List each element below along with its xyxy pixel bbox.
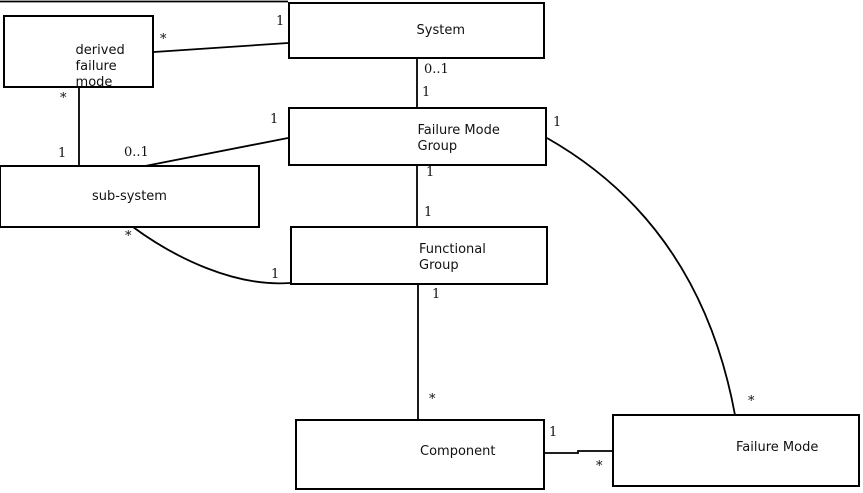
edge-derived-failure-mode-system bbox=[153, 42, 289, 53]
node-failure-mode-label: Failure Mode bbox=[736, 439, 819, 455]
node-functional-group: Functional Group bbox=[290, 226, 548, 285]
multiplicity-failure-mode-group-end: 1 bbox=[553, 115, 562, 130]
edge-component-failure-mode bbox=[545, 450, 613, 454]
node-functional-group-label: Functional Group bbox=[419, 242, 486, 274]
edge-sub-system-failure-mode-group bbox=[139, 137, 289, 168]
edge-failure-mode-group-failure-mode bbox=[546, 137, 736, 416]
multiplicity-functional-group-end: 1 bbox=[424, 205, 433, 220]
multiplicity-failure-mode-group-end: 1 bbox=[426, 165, 435, 180]
multiplicity-component-end: 1 bbox=[549, 425, 558, 440]
multiplicity-sub-system-end: 0..1 bbox=[124, 145, 149, 160]
node-failure-mode-group-label: Failure Mode Group bbox=[417, 123, 500, 155]
node-component: Component bbox=[295, 419, 545, 490]
multiplicity-derived-failure-mode-end: * bbox=[60, 91, 67, 106]
multiplicity-system-end: 0..1 bbox=[424, 62, 449, 77]
node-sub-system-label: sub-system bbox=[92, 188, 167, 204]
edge-sub-system-functional-group bbox=[132, 226, 291, 285]
multiplicity-functional-group-end: 1 bbox=[271, 267, 280, 282]
multiplicity-functional-group-end: 1 bbox=[432, 287, 441, 302]
multiplicity-component-end: * bbox=[429, 392, 436, 407]
multiplicity-sub-system-end: * bbox=[125, 229, 132, 244]
node-derived-failure-mode: derived failure mode bbox=[3, 15, 154, 90]
multiplicity-failure-mode-group-end: 1 bbox=[270, 112, 279, 127]
multiplicity-failure-mode-end: * bbox=[596, 459, 603, 474]
node-failure-mode: Failure Mode bbox=[612, 414, 860, 487]
node-failure-mode-group: Failure Mode Group bbox=[288, 107, 547, 166]
multiplicity-failure-mode-group-end: 1 bbox=[422, 85, 431, 100]
node-system: System bbox=[288, 2, 545, 59]
node-sub-system: sub-system bbox=[0, 165, 260, 228]
multiplicity-failure-mode-end: * bbox=[748, 394, 755, 409]
multiplicity-sub-system-end: 1 bbox=[58, 146, 67, 161]
node-derived-failure-mode-label: derived failure mode bbox=[75, 43, 125, 90]
node-system-label: System bbox=[416, 22, 465, 38]
node-component-label: Component bbox=[420, 443, 496, 459]
multiplicity-derived-failure-mode-end: * bbox=[160, 32, 167, 47]
multiplicity-system-end: 1 bbox=[276, 14, 285, 29]
